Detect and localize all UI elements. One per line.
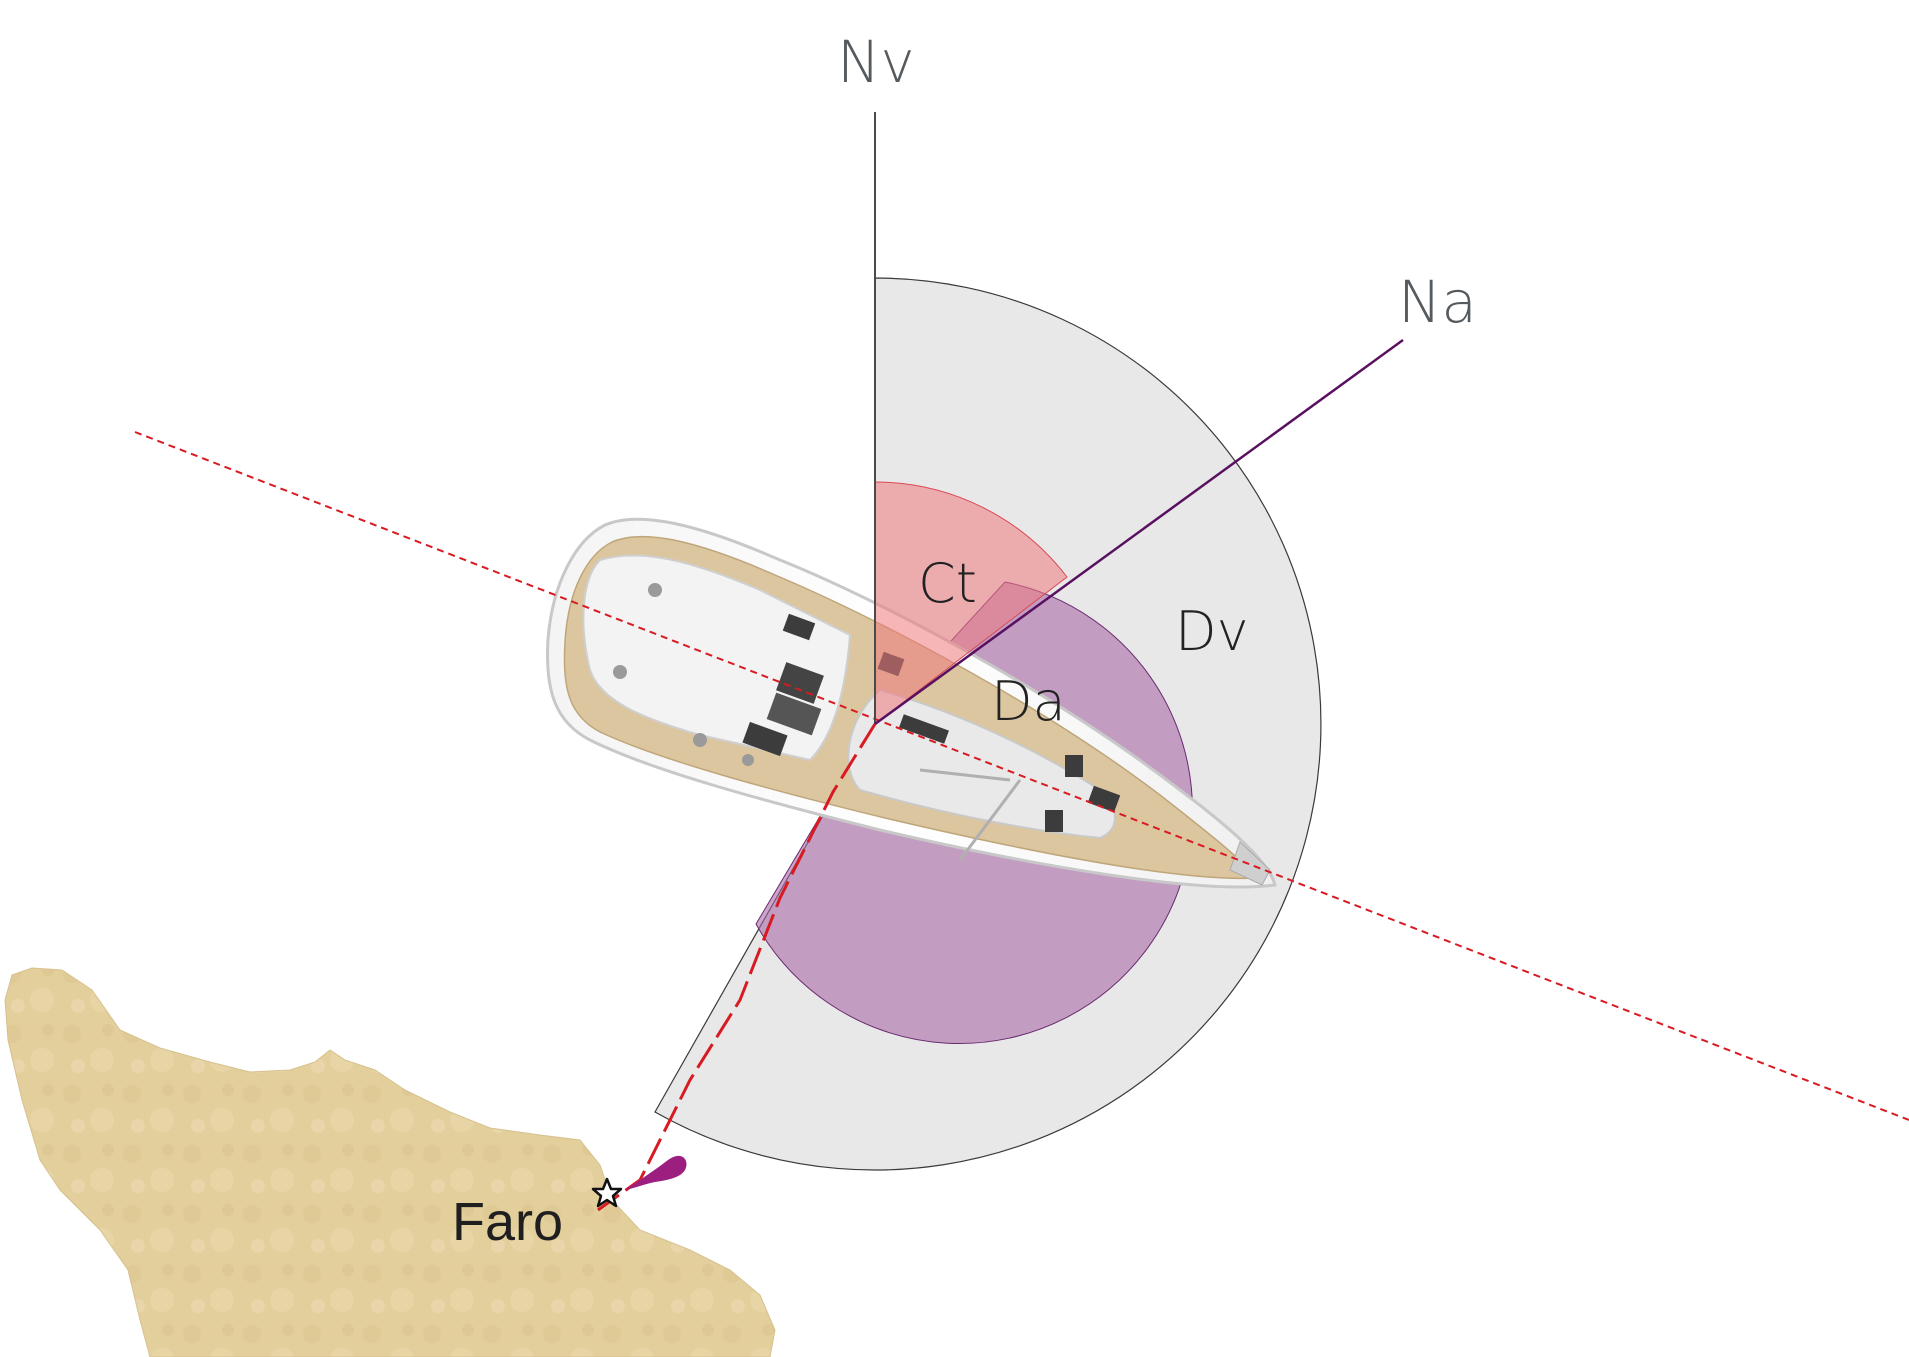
magnetic-north-label: Na xyxy=(1398,268,1477,336)
heading-line xyxy=(134,431,1909,1121)
land-mass xyxy=(4,967,776,1357)
lighthouse-label: Faro xyxy=(452,1192,563,1252)
magnetic-bearing-label: Da xyxy=(991,670,1066,733)
course-label: Ct xyxy=(918,552,977,615)
lighthouse-star-icon xyxy=(591,1177,623,1208)
course-sector xyxy=(874,481,1068,726)
sailboat-top-view-icon xyxy=(546,517,1277,889)
magnetic-north-line xyxy=(874,338,1404,726)
lighthouse-beam-icon xyxy=(625,1155,687,1190)
true-bearing-label: Dv xyxy=(1175,600,1249,663)
true-north-label: Nv xyxy=(837,28,915,96)
